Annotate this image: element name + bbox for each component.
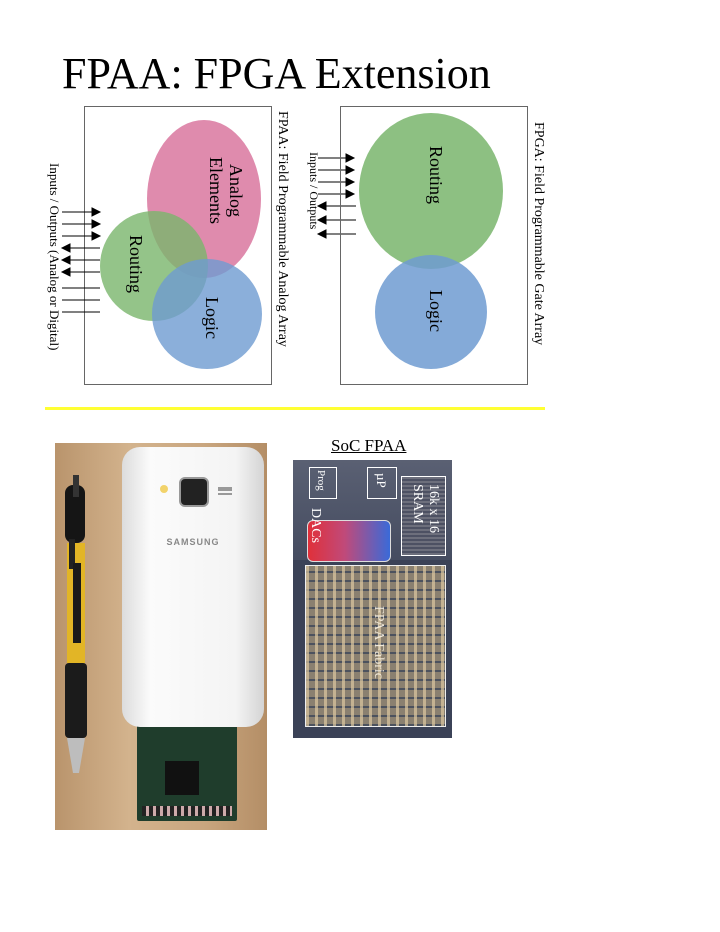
routing-label: Routing [126, 235, 146, 294]
fpga-logic-circle [375, 255, 487, 369]
fpaa-board [137, 721, 237, 821]
phone-photo: SAMSUNG [55, 443, 267, 830]
fpga-io-lines [316, 153, 356, 239]
prog-block [309, 467, 337, 499]
up-label: µP [374, 473, 389, 488]
pen-image [65, 475, 87, 773]
prog-label: Prog [315, 470, 327, 491]
fpaa-caption: FPAA: Field Programmable Analog Array [275, 111, 290, 347]
slide-title: FPAA: FPGA Extension [62, 49, 491, 98]
fpga-io-label: Inputs / Outputs [307, 152, 321, 230]
analog-elements-label: Analog Elements [206, 157, 246, 224]
fpga-logic-label: Logic [426, 290, 446, 332]
dacs-label: DACs [308, 508, 323, 544]
logic-circle [152, 259, 262, 369]
fpaa-fabric-block [305, 565, 446, 727]
fabric-label: FPAA Fabric [371, 606, 386, 680]
fpga-diagram-box [340, 106, 528, 385]
soc-label: SoC FPAA [331, 436, 407, 455]
soc-die: FPAA Fabric Prog µP 16k x 16 SRAM DACs [293, 460, 452, 738]
brand-text: SAMSUNG [166, 537, 220, 547]
fpaa-diagram-box [84, 106, 272, 385]
phone-image: SAMSUNG [122, 447, 264, 727]
logic-label: Logic [202, 297, 222, 339]
sram-label: 16k x 16 SRAM [410, 484, 441, 533]
divider-line [45, 407, 545, 410]
up-block [367, 467, 397, 499]
dacs-block [307, 520, 391, 562]
fpga-routing-label: Routing [426, 146, 446, 205]
fpga-routing-circle [359, 113, 503, 269]
fpaa-io-lines [60, 207, 102, 313]
fpga-caption: FPGA: Field Programmable Gate Array [531, 122, 546, 346]
sram-block [401, 476, 446, 556]
camera-icon [179, 477, 209, 507]
fpaa-venn [60, 113, 503, 369]
fpaa-io-label: Inputs / Outputs (Analog or Digital) [47, 163, 62, 351]
